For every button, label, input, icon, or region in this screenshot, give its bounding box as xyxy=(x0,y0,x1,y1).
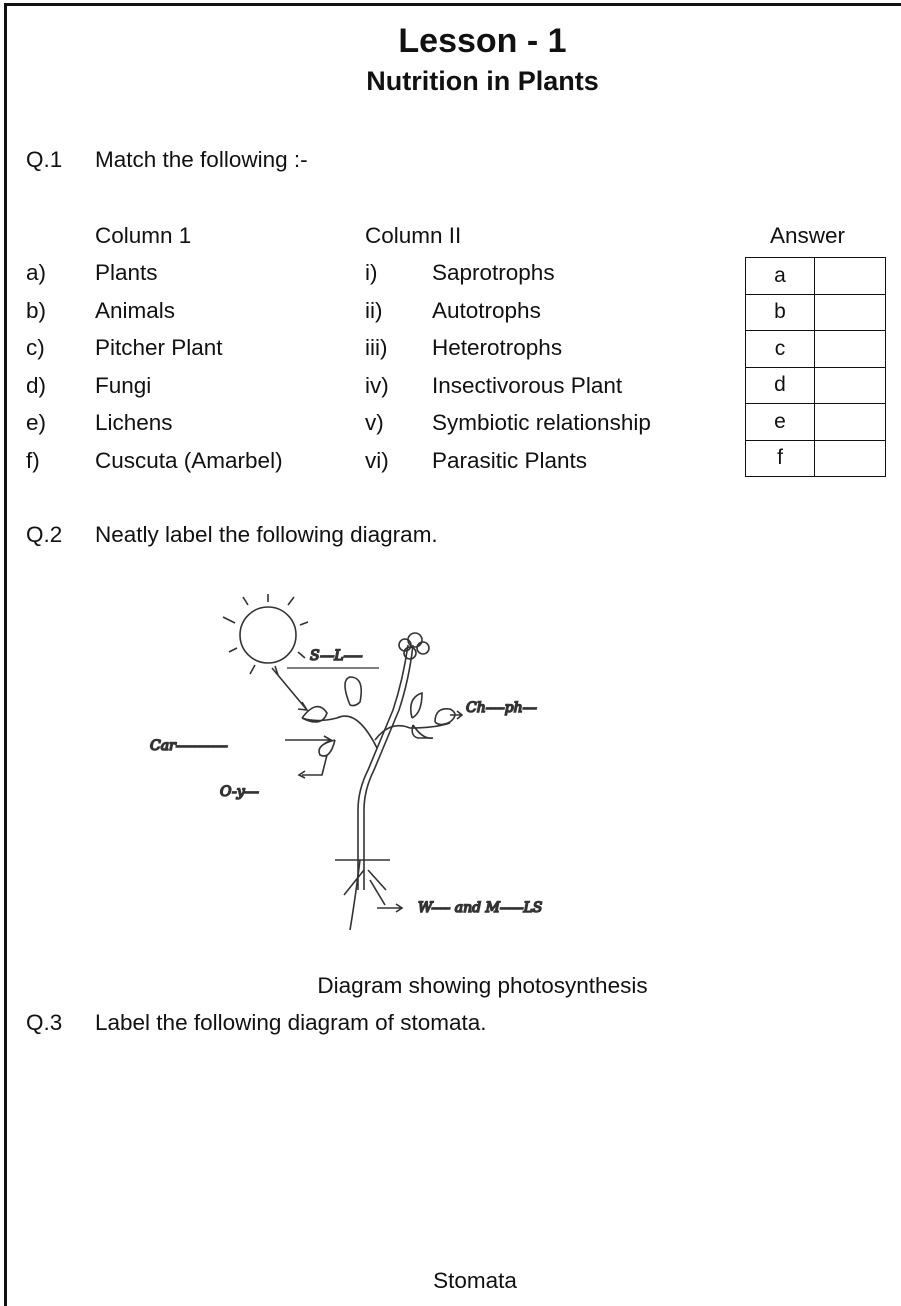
match-match: Parasitic Plants xyxy=(432,448,588,473)
sun-drawing xyxy=(222,594,309,676)
match-letter: c) xyxy=(26,335,45,361)
label-oxygen: O-y--- xyxy=(220,784,259,800)
lesson-subtitle: Nutrition in Plants xyxy=(366,66,599,96)
diagram-caption: Diagram showing photosynthesis xyxy=(317,973,648,998)
match-item: Cuscuta (Amarbel) xyxy=(95,448,283,473)
column1-header: Column 1 xyxy=(95,223,192,248)
answer-blank[interactable] xyxy=(814,330,886,368)
stomata-caption: Stomata xyxy=(433,1268,517,1293)
match-letter: e) xyxy=(26,410,47,436)
answer-letter: d xyxy=(745,366,815,404)
photosynthesis-diagram: S---L---- Ch----ph--- Car----------- O-y… xyxy=(149,594,543,931)
match-roman: v) xyxy=(365,410,384,436)
match-roman: iv) xyxy=(365,372,389,398)
answer-blank[interactable] xyxy=(814,439,886,477)
label-sunlight: S---L---- xyxy=(310,648,363,664)
q3-text: Label the following diagram of stomata. xyxy=(95,1010,487,1035)
answer-letter: c xyxy=(745,330,815,368)
label-chlorophyll: Ch----ph--- xyxy=(466,700,537,716)
answer-blank[interactable] xyxy=(814,257,886,295)
answer-letter: a xyxy=(745,257,815,295)
column2-header: Column II xyxy=(365,223,462,248)
answer-blank[interactable] xyxy=(814,366,886,404)
answer-letter: e xyxy=(745,403,815,441)
answer-letter: f xyxy=(745,439,815,477)
answer-row: c xyxy=(745,330,886,368)
match-match: Heterotrophs xyxy=(432,335,563,361)
answer-row: d xyxy=(745,366,886,404)
match-item: Animals xyxy=(95,297,176,323)
label-water-minerals: W---- and M-----LS xyxy=(418,900,542,916)
match-match: Autotrophs xyxy=(432,297,541,323)
match-item: Plants xyxy=(95,260,158,285)
q1-number: Q.1 xyxy=(26,147,63,172)
answer-letter: b xyxy=(745,293,815,331)
match-letter: d) xyxy=(26,372,47,398)
plant-drawing xyxy=(285,632,464,931)
match-match: Saprotrophs xyxy=(432,260,555,285)
q1-text: Match the following :- xyxy=(95,147,308,172)
q2-number: Q.2 xyxy=(26,522,63,547)
match-item: Fungi xyxy=(95,372,152,398)
answer-row: b xyxy=(745,293,886,331)
match-letter: a) xyxy=(26,260,47,285)
match-roman: vi) xyxy=(365,448,389,473)
worksheet-page xyxy=(4,3,901,1306)
label-carbon-dioxide: Car----------- xyxy=(150,738,228,754)
match-roman: ii) xyxy=(365,297,383,323)
answer-header: Answer xyxy=(770,223,846,248)
match-match: Symbiotic relationship xyxy=(432,410,651,436)
answer-blank[interactable] xyxy=(814,403,886,441)
answer-row: f xyxy=(745,439,886,477)
q2-text: Neatly label the following diagram. xyxy=(95,522,438,547)
lesson-title: Lesson - 1 xyxy=(398,22,567,60)
answer-blank[interactable] xyxy=(814,293,886,331)
answer-row: a xyxy=(745,257,886,295)
answer-row: e xyxy=(745,403,886,441)
match-letter: b) xyxy=(26,297,47,323)
match-item: Pitcher Plant xyxy=(95,335,223,361)
match-letter: f) xyxy=(26,448,40,473)
q3-number: Q.3 xyxy=(26,1010,63,1035)
match-roman: i) xyxy=(365,260,378,285)
match-match: Insectivorous Plant xyxy=(432,372,623,398)
match-item: Lichens xyxy=(95,410,173,436)
match-roman: iii) xyxy=(365,335,388,361)
